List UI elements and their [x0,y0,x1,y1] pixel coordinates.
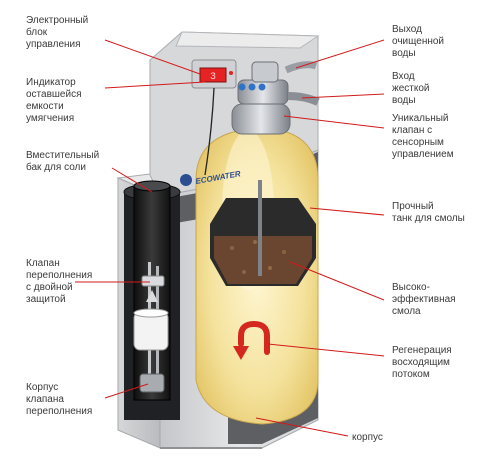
sensor-led-blue-icon [238,83,246,91]
leader-regeneration [267,343,385,357]
resin-chamber [210,180,316,286]
label-control-unit: Электронный блок управления [26,15,89,50]
indicator-led-icon [229,71,233,75]
leader-salt-tank [111,167,153,193]
capacity-display-value: 3 [210,72,216,83]
resin-bed [214,236,312,284]
overflow-float [133,311,169,351]
label-sensor-valve: Уникальный клапан с сенсорным управление… [392,113,454,160]
sensor-valve [231,61,291,135]
label-regeneration: Регенерация восходящим потоком [392,345,452,380]
label-overflow-valve: Клапан переполнения с двойной защитой [26,258,93,305]
leader-control-unit [104,39,201,75]
leader-housing [255,417,349,437]
sensor-led-blue-icon [258,83,266,91]
leader-hard-water-inlet [301,93,385,99]
label-salt-tank: Вместительный бак для соли [26,150,100,173]
label-hard-water-inlet: Вход жесткой воды [392,71,430,106]
sensor-led-blue-icon [248,83,256,91]
electronic-control-unit: 3 [191,59,237,176]
salt-tank [123,180,181,420]
label-resin: Высоко- эффективная смола [392,282,456,317]
leader-clean-water-outlet [295,39,385,69]
clean-water-outlet-pipe [284,61,318,74]
control-cable [204,87,215,176]
overflow-valve [133,262,169,393]
overflow-valve-arrow-icon [146,290,158,302]
valve-body [231,103,291,135]
overflow-valve-body [139,373,165,393]
label-capacity-indicator: Индикатор оставшейся емкости умягчения [26,77,82,124]
distributor-tube [258,180,262,276]
leader-resin [289,261,385,301]
overflow-valve-clip [141,275,165,287]
leader-capacity-indicator [104,81,206,89]
leader-resin-tank [309,207,385,216]
label-resin-tank: Прочный танк для смолы [392,201,465,224]
control-head-top [175,31,320,49]
leader-overflow-valve-body [104,383,149,399]
leader-sensor-valve [283,115,385,129]
valve-head [237,79,289,105]
brand-logo-icon [180,174,192,186]
label-housing: корпус [352,432,383,443]
label-clean-water-outlet: Выход очищенной воды [392,24,445,59]
label-overflow-valve-body: Корпус клапана переполнения [26,382,93,417]
valve-cap [251,61,279,83]
regeneration-arrow-icon [233,320,270,360]
leader-lines [75,39,385,437]
capacity-display [199,67,227,83]
